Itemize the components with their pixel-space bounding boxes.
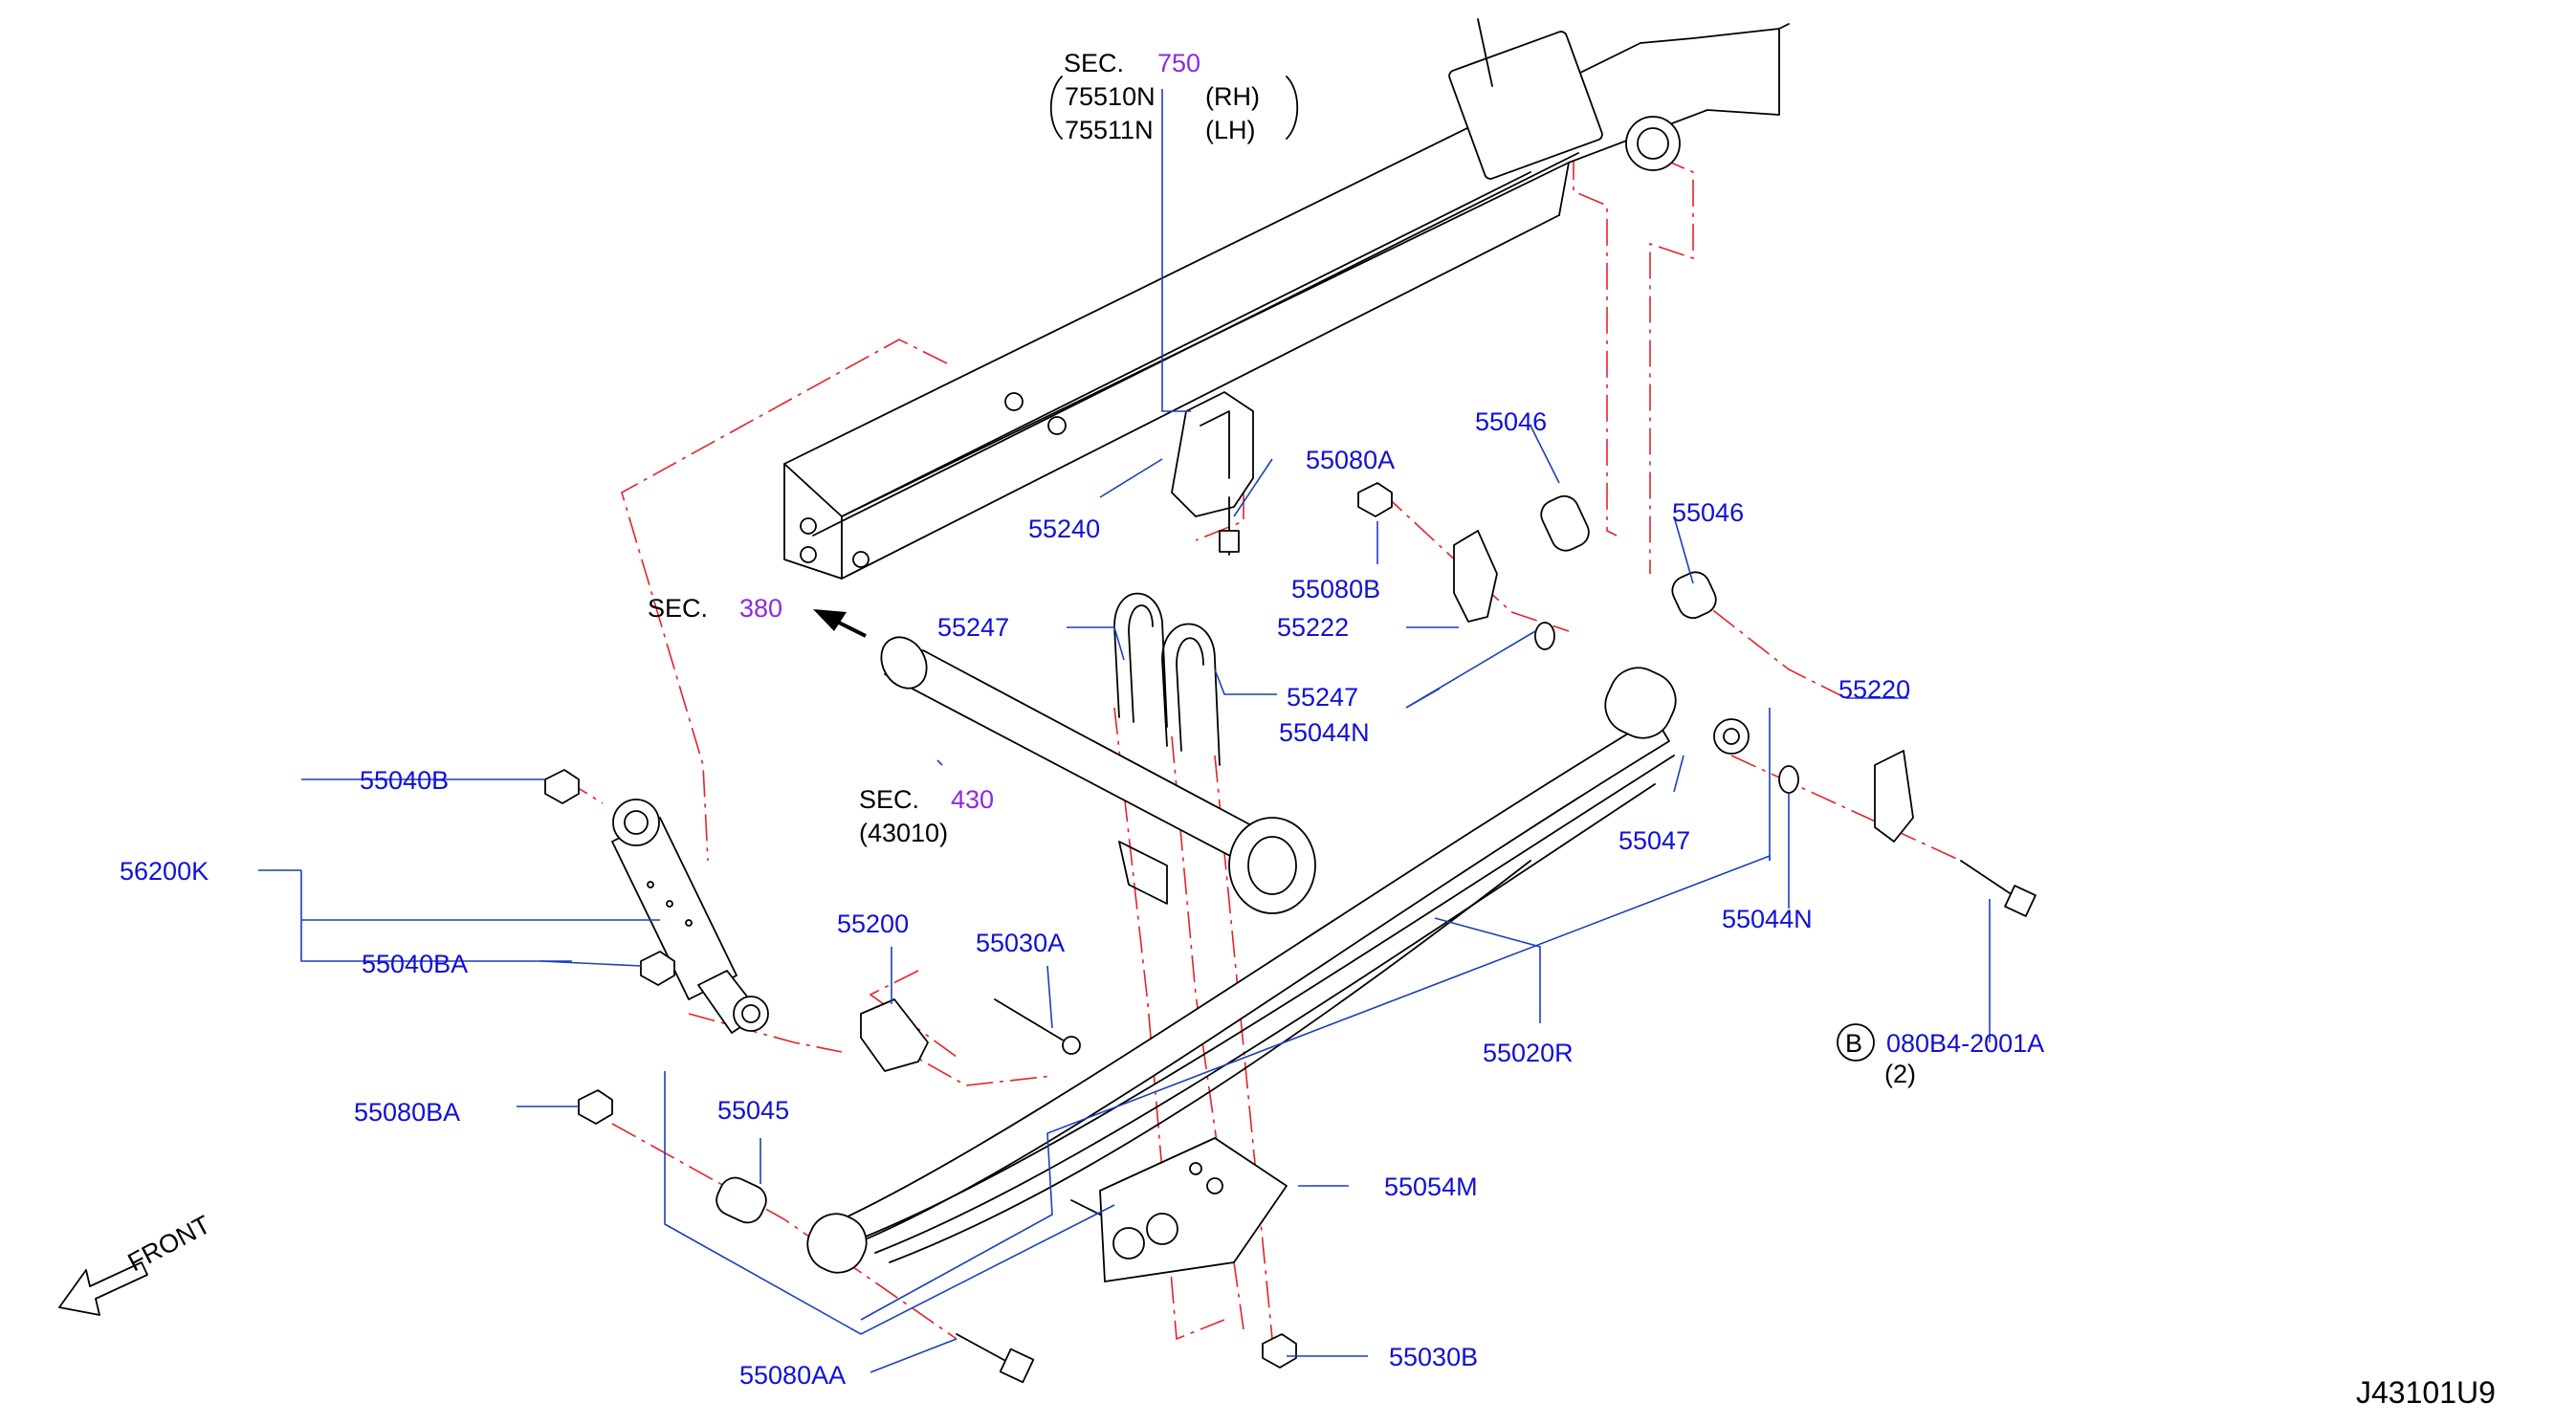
part-55054m-link[interactable]: 55054M	[1384, 1172, 1478, 1201]
part-55080aa-link[interactable]: 55080AA	[739, 1361, 846, 1390]
front-arrow-icon	[58, 1261, 148, 1316]
callout-b-letter: B	[1845, 1029, 1862, 1058]
frame-rail	[783, 18, 1790, 580]
part-56200k-link[interactable]: 56200K	[120, 857, 209, 886]
part-55045-link[interactable]: 55045	[717, 1096, 789, 1125]
sec380-number-link[interactable]: 380	[739, 594, 782, 623]
part-55200-link[interactable]: 55200	[837, 909, 909, 938]
part-55080b-link[interactable]: 55080B	[1291, 575, 1380, 603]
text-labels: SEC. 750 75510N (RH) 75511N (LH) 55240 5…	[120, 49, 2496, 1410]
diagram-id: J43101U9	[2356, 1375, 2496, 1410]
quantity-label: (2)	[1884, 1060, 1916, 1088]
phantom-lines	[563, 153, 1962, 1341]
sec430-prefix: SEC.	[859, 785, 919, 814]
lh-label: (LH)	[1205, 116, 1256, 144]
sec380-arrow-icon	[813, 609, 867, 638]
sec430-number-link[interactable]: 430	[951, 785, 994, 814]
axle-tube	[880, 636, 1316, 914]
part-75511n-label: 75511N	[1065, 116, 1154, 144]
part-55240-link[interactable]: 55240	[1028, 515, 1100, 543]
part-55044n-link[interactable]: 55044N	[1722, 905, 1813, 933]
sec750-prefix: SEC.	[1064, 49, 1124, 77]
part-75510n-label: 75510N	[1065, 82, 1156, 111]
part-55046-top-link[interactable]: 55046	[1475, 407, 1547, 436]
part-55046-right-link[interactable]: 55046	[1672, 498, 1744, 527]
sec750-brackets	[1049, 76, 1299, 140]
shock-absorber	[611, 799, 769, 1034]
part-55247-b-link[interactable]: 55247	[1287, 683, 1358, 712]
part-55020r-link[interactable]: 55020R	[1483, 1039, 1574, 1067]
rh-label: (RH)	[1205, 82, 1260, 111]
part-55080ba-link[interactable]: 55080BA	[354, 1098, 460, 1127]
part-55040ba-link[interactable]: 55040BA	[362, 950, 468, 978]
part-080b4-2001a-link[interactable]: 080B4-2001A	[1886, 1029, 2044, 1058]
small-parts	[544, 482, 2037, 1384]
sec380-prefix: SEC.	[648, 594, 708, 623]
part-55047-link[interactable]: 55047	[1618, 826, 1690, 855]
front-label: FRONT	[123, 1210, 215, 1277]
sec750-number-link[interactable]: 750	[1157, 49, 1200, 77]
leaf-spring	[806, 667, 1750, 1274]
part-55222-link[interactable]: 55222	[1277, 613, 1349, 642]
leader-lines	[258, 89, 1991, 1373]
part-55220-link[interactable]: 55220	[1838, 675, 1910, 704]
part-55040b-link[interactable]: 55040B	[360, 766, 449, 795]
spring-seat-plate	[1070, 1137, 1288, 1282]
part-43010-label: (43010)	[859, 819, 948, 847]
part-55247-a-link[interactable]: 55247	[937, 613, 1009, 642]
part-55030b-link[interactable]: 55030B	[1389, 1343, 1478, 1371]
callout-b-circle	[1837, 1023, 1875, 1062]
part-55030a-link[interactable]: 55030A	[976, 929, 1065, 957]
part-55080a-link[interactable]: 55080A	[1306, 446, 1395, 474]
u-bolts	[1113, 592, 1221, 766]
part-55044n-mid-link[interactable]: 55044N	[1279, 718, 1370, 747]
